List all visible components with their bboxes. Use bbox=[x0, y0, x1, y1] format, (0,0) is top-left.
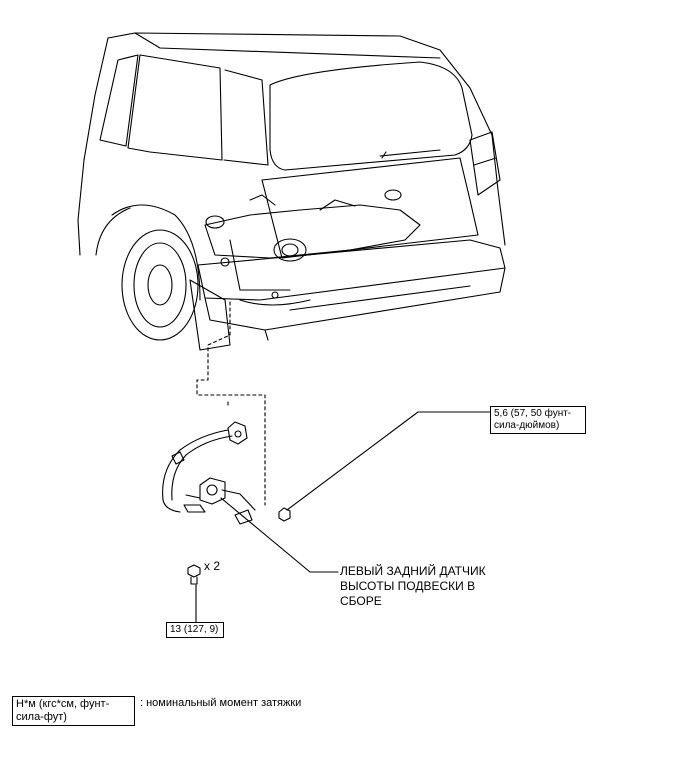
nut-icon bbox=[278, 507, 291, 522]
bolt-torque-text: 13 (127, 9) bbox=[170, 624, 219, 635]
location-dashed-line bbox=[196, 301, 266, 506]
torque-legend-meaning: : номинальный момент затяжки bbox=[140, 697, 302, 709]
bolt-torque-callout: 13 (127, 9) bbox=[166, 622, 224, 638]
part-name-label: ЛЕВЫЙ ЗАДНИЙ ДАТЧИК ВЫСОТЫ ПОДВЕСКИ В СБ… bbox=[340, 564, 486, 608]
nut-leader-line bbox=[286, 411, 491, 511]
part-leader-line bbox=[220, 497, 339, 573]
vehicle-rear-illustration bbox=[77, 32, 506, 351]
bolt-quantity: x 2 bbox=[204, 559, 221, 573]
nut-torque-text: 5,6 (57, 50 фунт-сила-дюймов) bbox=[494, 408, 572, 431]
torque-legend-box: Н*м (кгс*см, фунт-сила-фут) bbox=[12, 696, 135, 726]
height-sensor-assembly bbox=[162, 421, 256, 525]
bolt-icon bbox=[187, 564, 201, 585]
torque-legend-units: Н*м (кгс*см, фунт-сила-фут) bbox=[16, 698, 110, 723]
nut-torque-callout: 5,6 (57, 50 фунт-сила-дюймов) bbox=[490, 406, 586, 434]
